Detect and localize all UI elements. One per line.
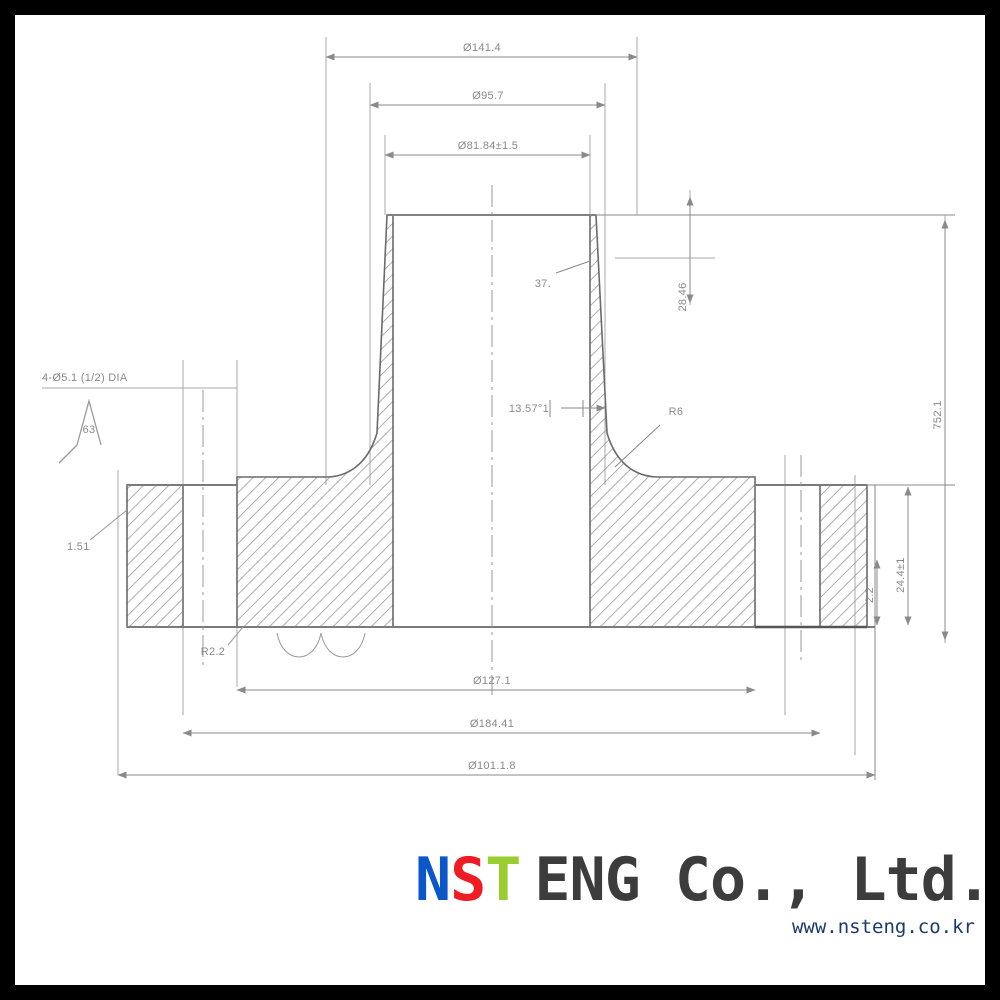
dim-fillet-radius: R6 [669,406,684,418]
company-website[interactable]: www.nsteng.co.kr [791,916,975,938]
dimension-lines-top [325,53,638,159]
bolt-hole-label: 4-Ø5.1 (1/2) DIA [42,372,128,384]
logo-letter-s: S [450,845,486,915]
logo-letter-t: T [485,845,521,915]
dim-overall-height: 752.1 [932,400,944,429]
dim-raised-face: Ø127.1 [473,675,511,687]
dim-flange-od: Ø101.1.8 [468,760,516,772]
hub-left-section [236,214,394,628]
dimension-lines-bottom [117,485,876,780]
dim-bolt-circle: Ø184.41 [470,718,514,730]
dimension-lines-right [387,196,955,641]
dim-chamfer-left: 1.51 [67,541,90,553]
drawing-sheet: Ø141.4 Ø95.7 Ø81.84±1.5 Ø127.1 Ø184.41 Ø… [15,15,992,985]
dim-hub-top-od: Ø141.4 [463,42,501,54]
dim-chamfer-bottom: R2.2 [201,646,225,658]
flange-body-section [126,214,868,628]
dim-weld-bevel: 37. [535,278,551,290]
logo-letter-n: N [415,845,451,915]
dim-raised-face-height: 2.2 [864,587,876,603]
logo-company-name: ENG Co., Ltd. [534,845,992,915]
dim-hub-height: 28.46 [677,282,689,311]
flange-rim-right-section [819,484,868,628]
surface-finish-triangle-icon [76,398,102,446]
internal-leaders [549,260,661,468]
hub-right-section [589,214,756,628]
dim-flange-thickness: 24.4±1 [895,557,907,592]
flange-rim-left-section [126,484,184,628]
dim-hub-bore-id: Ø81.84±1.5 [458,140,518,152]
bolt-hole-callout: 4-Ø5.1 (1/2) DIA 63 [42,372,237,464]
dim-hub-bore-od: Ø95.7 [472,90,503,102]
surface-finish-grade: 63 [83,424,96,436]
centerlines [202,185,802,695]
dim-bore-dia: 13.57°1 [509,403,549,415]
chamfer-leaders [89,509,366,658]
flange-section-drawing: Ø141.4 Ø95.7 Ø81.84±1.5 Ø127.1 Ø184.41 Ø… [42,37,955,780]
